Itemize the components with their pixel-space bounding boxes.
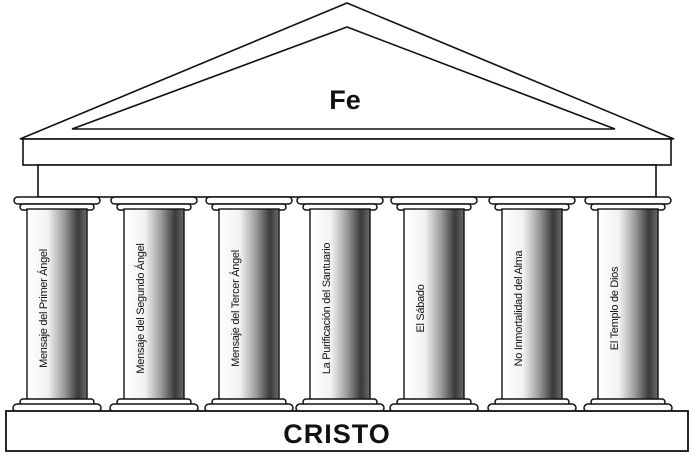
pillar-1: Mensaje del Primer Ángel	[12, 196, 102, 413]
pillar-shaft	[501, 208, 563, 401]
stylobate	[5, 410, 689, 452]
pillar-shaft	[403, 208, 465, 401]
pillar-label: No Inmortalidad del Alma	[513, 249, 525, 366]
pillar-label: Mensaje del Segundo Ángel	[134, 243, 147, 373]
pillar-capital-top	[205, 196, 293, 205]
pillar-capital-top	[296, 196, 384, 205]
architrave	[37, 164, 657, 198]
pillar-shaft	[309, 208, 371, 401]
pillars-group: Mensaje del Primer Ángel Mensaje del Segu…	[12, 196, 673, 413]
pillar-shaft	[597, 208, 659, 401]
foundation: CRISTO	[5, 410, 689, 452]
pillar-label: El Sábado	[415, 284, 427, 332]
pillar-shaft	[218, 208, 280, 401]
pillar-capital-top	[13, 196, 101, 205]
pillar-capital-top	[110, 196, 198, 205]
pillar-7: El Templo de Dios	[583, 196, 673, 413]
pillar-shaft	[26, 208, 88, 401]
pillar-label: Mensaje del Primer Ángel	[37, 249, 50, 368]
pillar-shaft	[123, 208, 185, 401]
pillar-label: La Purificación del Santuario	[321, 243, 333, 375]
roof-label: Fe	[329, 85, 361, 115]
pediment-inner	[71, 26, 616, 130]
pillar-capital-top	[488, 196, 576, 205]
pediment: Fe	[19, 2, 675, 140]
foundation-label: CRISTO	[283, 419, 391, 449]
pillar-6: No Inmortalidad del Alma	[487, 196, 577, 413]
pillar-3: Mensaje del Tercer Ángel	[204, 196, 294, 413]
pillar-2: Mensaje del Segundo Ángel	[109, 196, 199, 413]
pillar-label: El Templo de Dios	[609, 266, 621, 350]
pillar-capital-top	[584, 196, 672, 205]
cornice	[22, 138, 672, 166]
pillar-4: La Purificación del Santuario	[295, 196, 385, 413]
pillar-5: El Sábado	[389, 196, 479, 413]
entablature	[22, 138, 672, 198]
pillar-capital-top	[390, 196, 478, 205]
pillar-label: Mensaje del Tercer Ángel	[229, 250, 242, 367]
